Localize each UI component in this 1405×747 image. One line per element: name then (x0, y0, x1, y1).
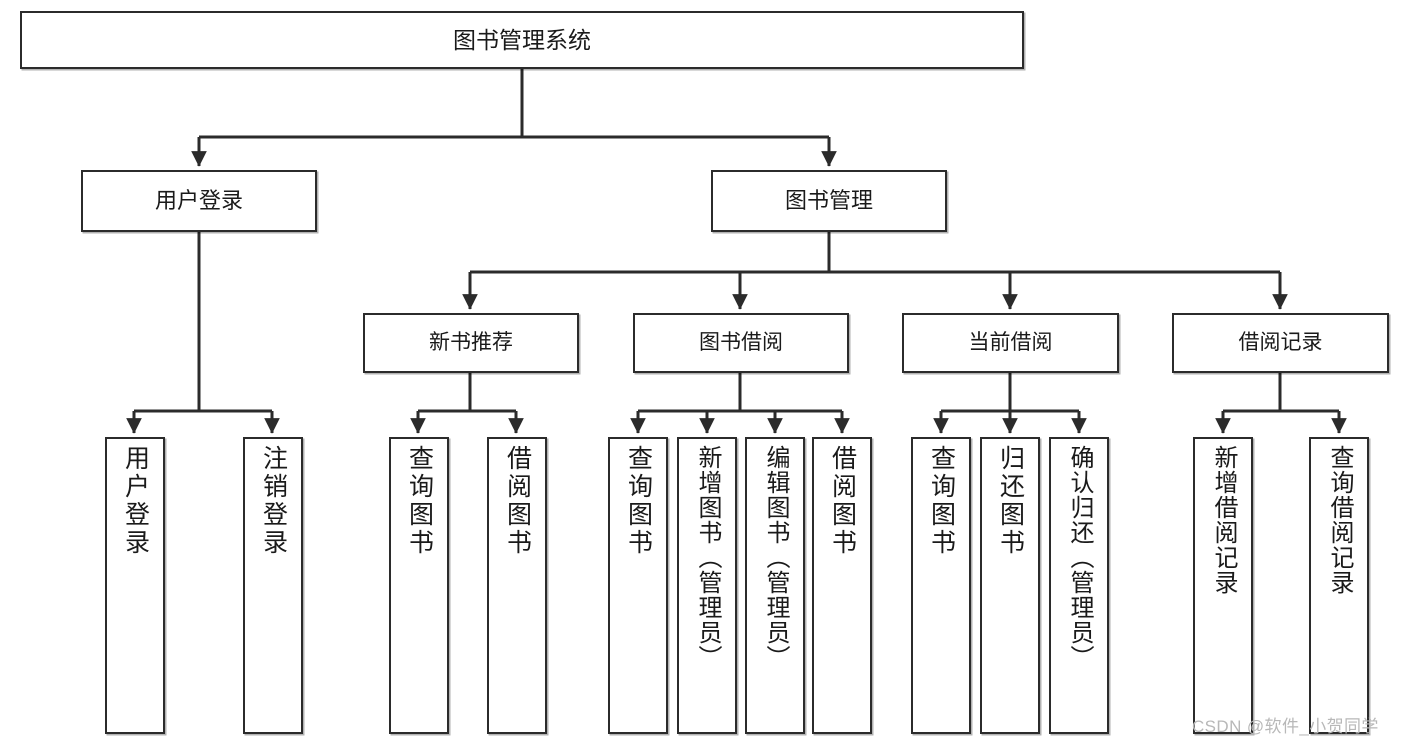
leaf-book-borrow-add-book-admin[interactable]: 新增图书（管理员） (677, 437, 737, 734)
node-label: 图书借阅 (699, 330, 783, 354)
node-label: 归还图书 (996, 445, 1025, 557)
node-user-login[interactable]: 用户登录 (81, 170, 317, 232)
leaf-book-borrow-edit-book-admin[interactable]: 编辑图书（管理员） (745, 437, 805, 734)
leaf-user-login-logout[interactable]: 注销登录 (243, 437, 303, 734)
leaf-new-book-query-book[interactable]: 查询图书 (389, 437, 449, 734)
node-root-book-management-system[interactable]: 图书管理系统 (20, 11, 1024, 69)
leaf-borrow-record-query-record[interactable]: 查询借阅记录 (1309, 437, 1369, 734)
node-label: 查询图书 (624, 445, 653, 557)
node-book-borrow[interactable]: 图书借阅 (633, 313, 849, 373)
node-label: 确认归还（管理员） (1066, 445, 1093, 670)
leaf-new-book-borrow-book[interactable]: 借阅图书 (487, 437, 547, 734)
leaf-current-borrow-confirm-return-admin[interactable]: 确认归还（管理员） (1049, 437, 1109, 734)
leaf-book-borrow-borrow-book[interactable]: 借阅图书 (812, 437, 872, 734)
node-book-management[interactable]: 图书管理 (711, 170, 947, 232)
node-label: 新书推荐 (429, 330, 513, 354)
leaf-current-borrow-return-book[interactable]: 归还图书 (980, 437, 1040, 734)
leaf-book-borrow-query-book[interactable]: 查询图书 (608, 437, 668, 734)
node-label: 当前借阅 (968, 330, 1053, 354)
leaf-user-login-login[interactable]: 用户登录 (105, 437, 165, 734)
node-label: 借阅图书 (828, 445, 857, 557)
node-label: 查询图书 (927, 445, 956, 557)
node-label: 新增图书（管理员） (694, 445, 721, 670)
node-label: 新增借阅记录 (1210, 445, 1237, 595)
watermark: CSDN @软件_小贺同学 (1192, 717, 1379, 736)
node-label: 图书管理系统 (453, 26, 591, 53)
node-label: 注销登录 (259, 445, 288, 557)
node-label: 用户登录 (121, 445, 150, 557)
node-label: 图书管理 (784, 188, 873, 214)
leaf-borrow-record-add-record[interactable]: 新增借阅记录 (1193, 437, 1253, 734)
node-label: 查询借阅记录 (1326, 445, 1353, 595)
node-label: 借阅记录 (1238, 330, 1323, 354)
node-current-borrow[interactable]: 当前借阅 (902, 313, 1119, 373)
node-new-book-recommend[interactable]: 新书推荐 (363, 313, 579, 373)
node-label: 用户登录 (154, 188, 243, 214)
node-label: 编辑图书（管理员） (762, 445, 789, 670)
node-label: 查询图书 (405, 445, 434, 557)
node-borrow-record[interactable]: 借阅记录 (1172, 313, 1389, 373)
node-label: 借阅图书 (503, 445, 532, 557)
leaf-current-borrow-query-book[interactable]: 查询图书 (911, 437, 971, 734)
